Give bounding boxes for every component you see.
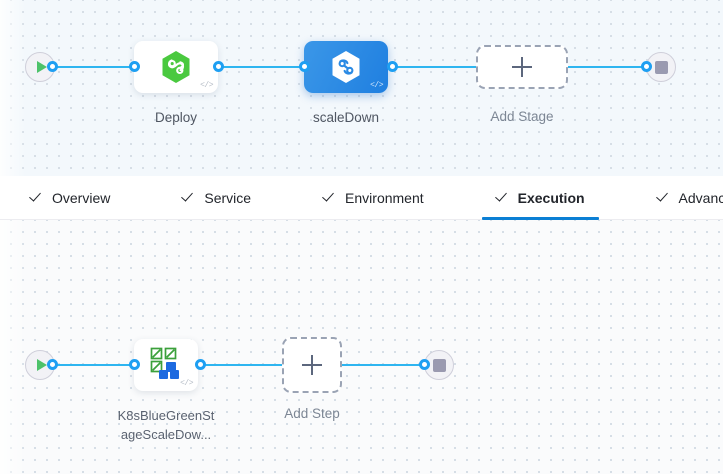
step-node-k8sbluegreenstagescaledown[interactable]: </> [134, 339, 198, 391]
step-node-label-line1: K8sBlueGreenSt [117, 408, 215, 423]
stage-start-connector-dot [47, 61, 58, 72]
check-icon [657, 191, 670, 204]
plus-icon [302, 355, 322, 375]
harness-hexagon-icon [161, 50, 191, 84]
scaledown-connector-dot-right [387, 61, 398, 72]
stage-end-connector-dot [641, 61, 652, 72]
add-step-button[interactable] [282, 337, 342, 393]
step-node-label-line2: ageScaleDow... [120, 427, 212, 442]
tab-advanced[interactable]: Advanced [649, 176, 723, 219]
stage-config-tabs: Overview Service Environment Execution A… [0, 176, 723, 220]
step-end-connector-dot [419, 359, 430, 370]
stage-node-label-deploy: Deploy [154, 110, 198, 125]
plus-icon [512, 57, 532, 77]
check-icon [182, 191, 195, 204]
tab-label: Advanced [678, 189, 723, 206]
scaledown-connector-dot-left [299, 61, 310, 72]
code-icon: </> [200, 81, 213, 90]
harness-hexagon-icon [331, 50, 361, 84]
connector-start-to-step [52, 364, 141, 366]
tab-label: Execution [517, 189, 585, 206]
tab-label: Overview [52, 189, 111, 206]
code-icon: </> [180, 379, 193, 388]
tab-label: Environment [345, 189, 424, 206]
add-stage-button[interactable] [476, 45, 568, 89]
connector-deploy-to-scaledown [218, 66, 310, 68]
stage-node-scaledown[interactable]: </> [304, 41, 388, 93]
check-icon [496, 191, 509, 204]
step-node-label: K8sBlueGreenSt ageScaleDow... [108, 406, 224, 444]
check-icon [30, 191, 43, 204]
connector-addstage-to-end [565, 66, 655, 68]
deploy-connector-dot-right [213, 61, 224, 72]
stage-node-label-scaledown: scaleDown [312, 110, 380, 125]
step-start-connector-dot [47, 359, 58, 370]
tab-overview[interactable]: Overview [22, 176, 118, 219]
check-icon [323, 191, 336, 204]
step-connector-dot-left [129, 359, 140, 370]
connector-start-to-deploy [52, 66, 147, 68]
play-icon [36, 61, 47, 73]
execution-step-canvas[interactable]: </> K8sBlueGreenSt ageScaleDow... Add St… [0, 220, 723, 474]
add-stage-label: Add Stage [490, 109, 554, 124]
kubernetes-bluegreen-icon [149, 346, 183, 385]
code-icon: </> [370, 81, 383, 90]
step-connector-dot-right [195, 359, 206, 370]
stage-node-deploy[interactable]: </> [134, 41, 218, 93]
add-step-label: Add Step [284, 406, 340, 421]
stop-icon [432, 358, 446, 372]
pipeline-stage-canvas[interactable]: </> Deploy </> scaleDown [0, 0, 723, 176]
tab-environment[interactable]: Environment [315, 176, 432, 219]
connector-scaledown-to-addstage [392, 66, 482, 68]
stop-icon [654, 60, 668, 74]
tab-execution[interactable]: Execution [481, 176, 599, 220]
deploy-connector-dot-left [129, 61, 140, 72]
connector-addstep-to-end [342, 364, 432, 366]
connector-step-to-addstep [200, 364, 282, 366]
tab-label: Service [204, 189, 252, 206]
play-icon [36, 359, 47, 371]
tab-service[interactable]: Service [174, 176, 259, 219]
